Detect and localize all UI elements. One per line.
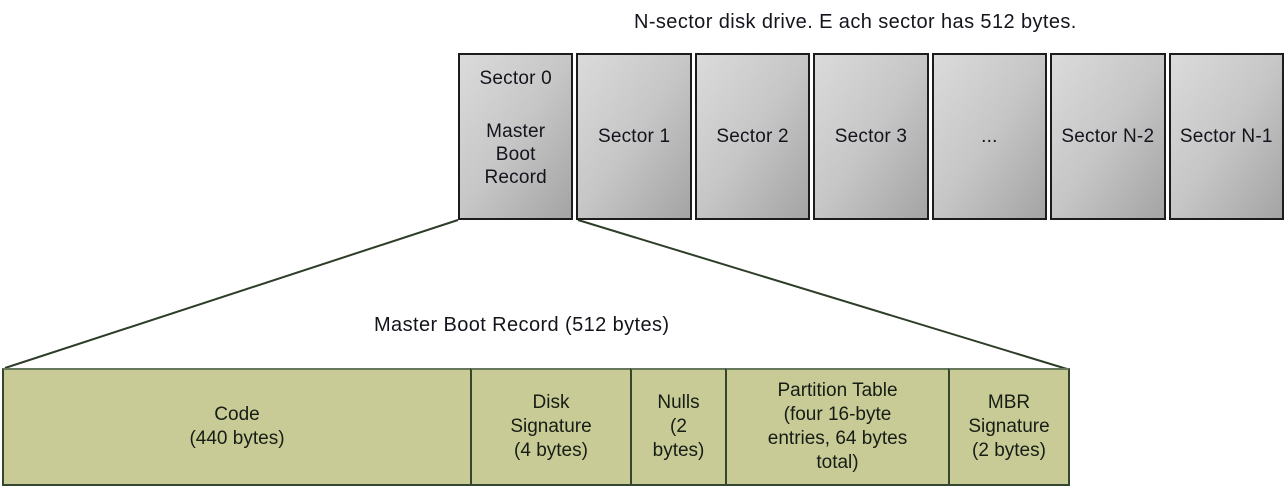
mbr-cell-disk-signature: Disk Signature (4 bytes) xyxy=(470,368,632,486)
sector-0-label: Sector 0 xyxy=(479,68,552,89)
mbr-layout-row: Code (440 bytes) Disk Signature (4 bytes… xyxy=(2,368,1070,486)
sector-0-sublabel: Master Boot Record xyxy=(484,120,547,188)
mbr-cell-nulls: Nulls (2 bytes) xyxy=(630,368,727,486)
sector-ellipsis-label: ... xyxy=(981,125,998,147)
diagram-title: N-sector disk drive. E ach sector has 51… xyxy=(634,11,1077,33)
sector-box-0: Sector 0 Master Boot Record xyxy=(458,53,574,220)
connector-line-right xyxy=(577,219,1068,370)
sector-2-label: Sector 2 xyxy=(716,125,789,147)
sector-1-label: Sector 1 xyxy=(597,125,671,147)
mbr-cell-mbr-signature: MBR Signature (2 bytes) xyxy=(948,368,1070,486)
mbr-caption: Master Boot Record (512 bytes) xyxy=(374,314,670,336)
mbr-cell-code: Code (440 bytes) xyxy=(2,368,472,486)
connector-line-left xyxy=(4,219,459,369)
sector-box-n-minus-2: Sector N-2 xyxy=(1050,53,1166,220)
sector-n-minus-1-label: Sector N-1 xyxy=(1179,125,1273,147)
sector-box-ellipsis: ... xyxy=(931,53,1048,220)
sector-box-1: Sector 1 xyxy=(576,53,692,220)
sector-box-n-minus-1: Sector N-1 xyxy=(1168,53,1284,220)
sector-3-label: Sector 3 xyxy=(834,125,908,147)
mbr-cell-partition-table: Partition Table (four 16-byte entries, 6… xyxy=(725,368,950,486)
sector-n-minus-2-label: Sector N-2 xyxy=(1061,125,1155,147)
sector-box-2: Sector 2 xyxy=(694,53,811,220)
sector-box-3: Sector 3 xyxy=(813,53,929,220)
disk-sector-row: Sector 0 Master Boot Record Sector 1 Sec… xyxy=(458,53,1284,220)
